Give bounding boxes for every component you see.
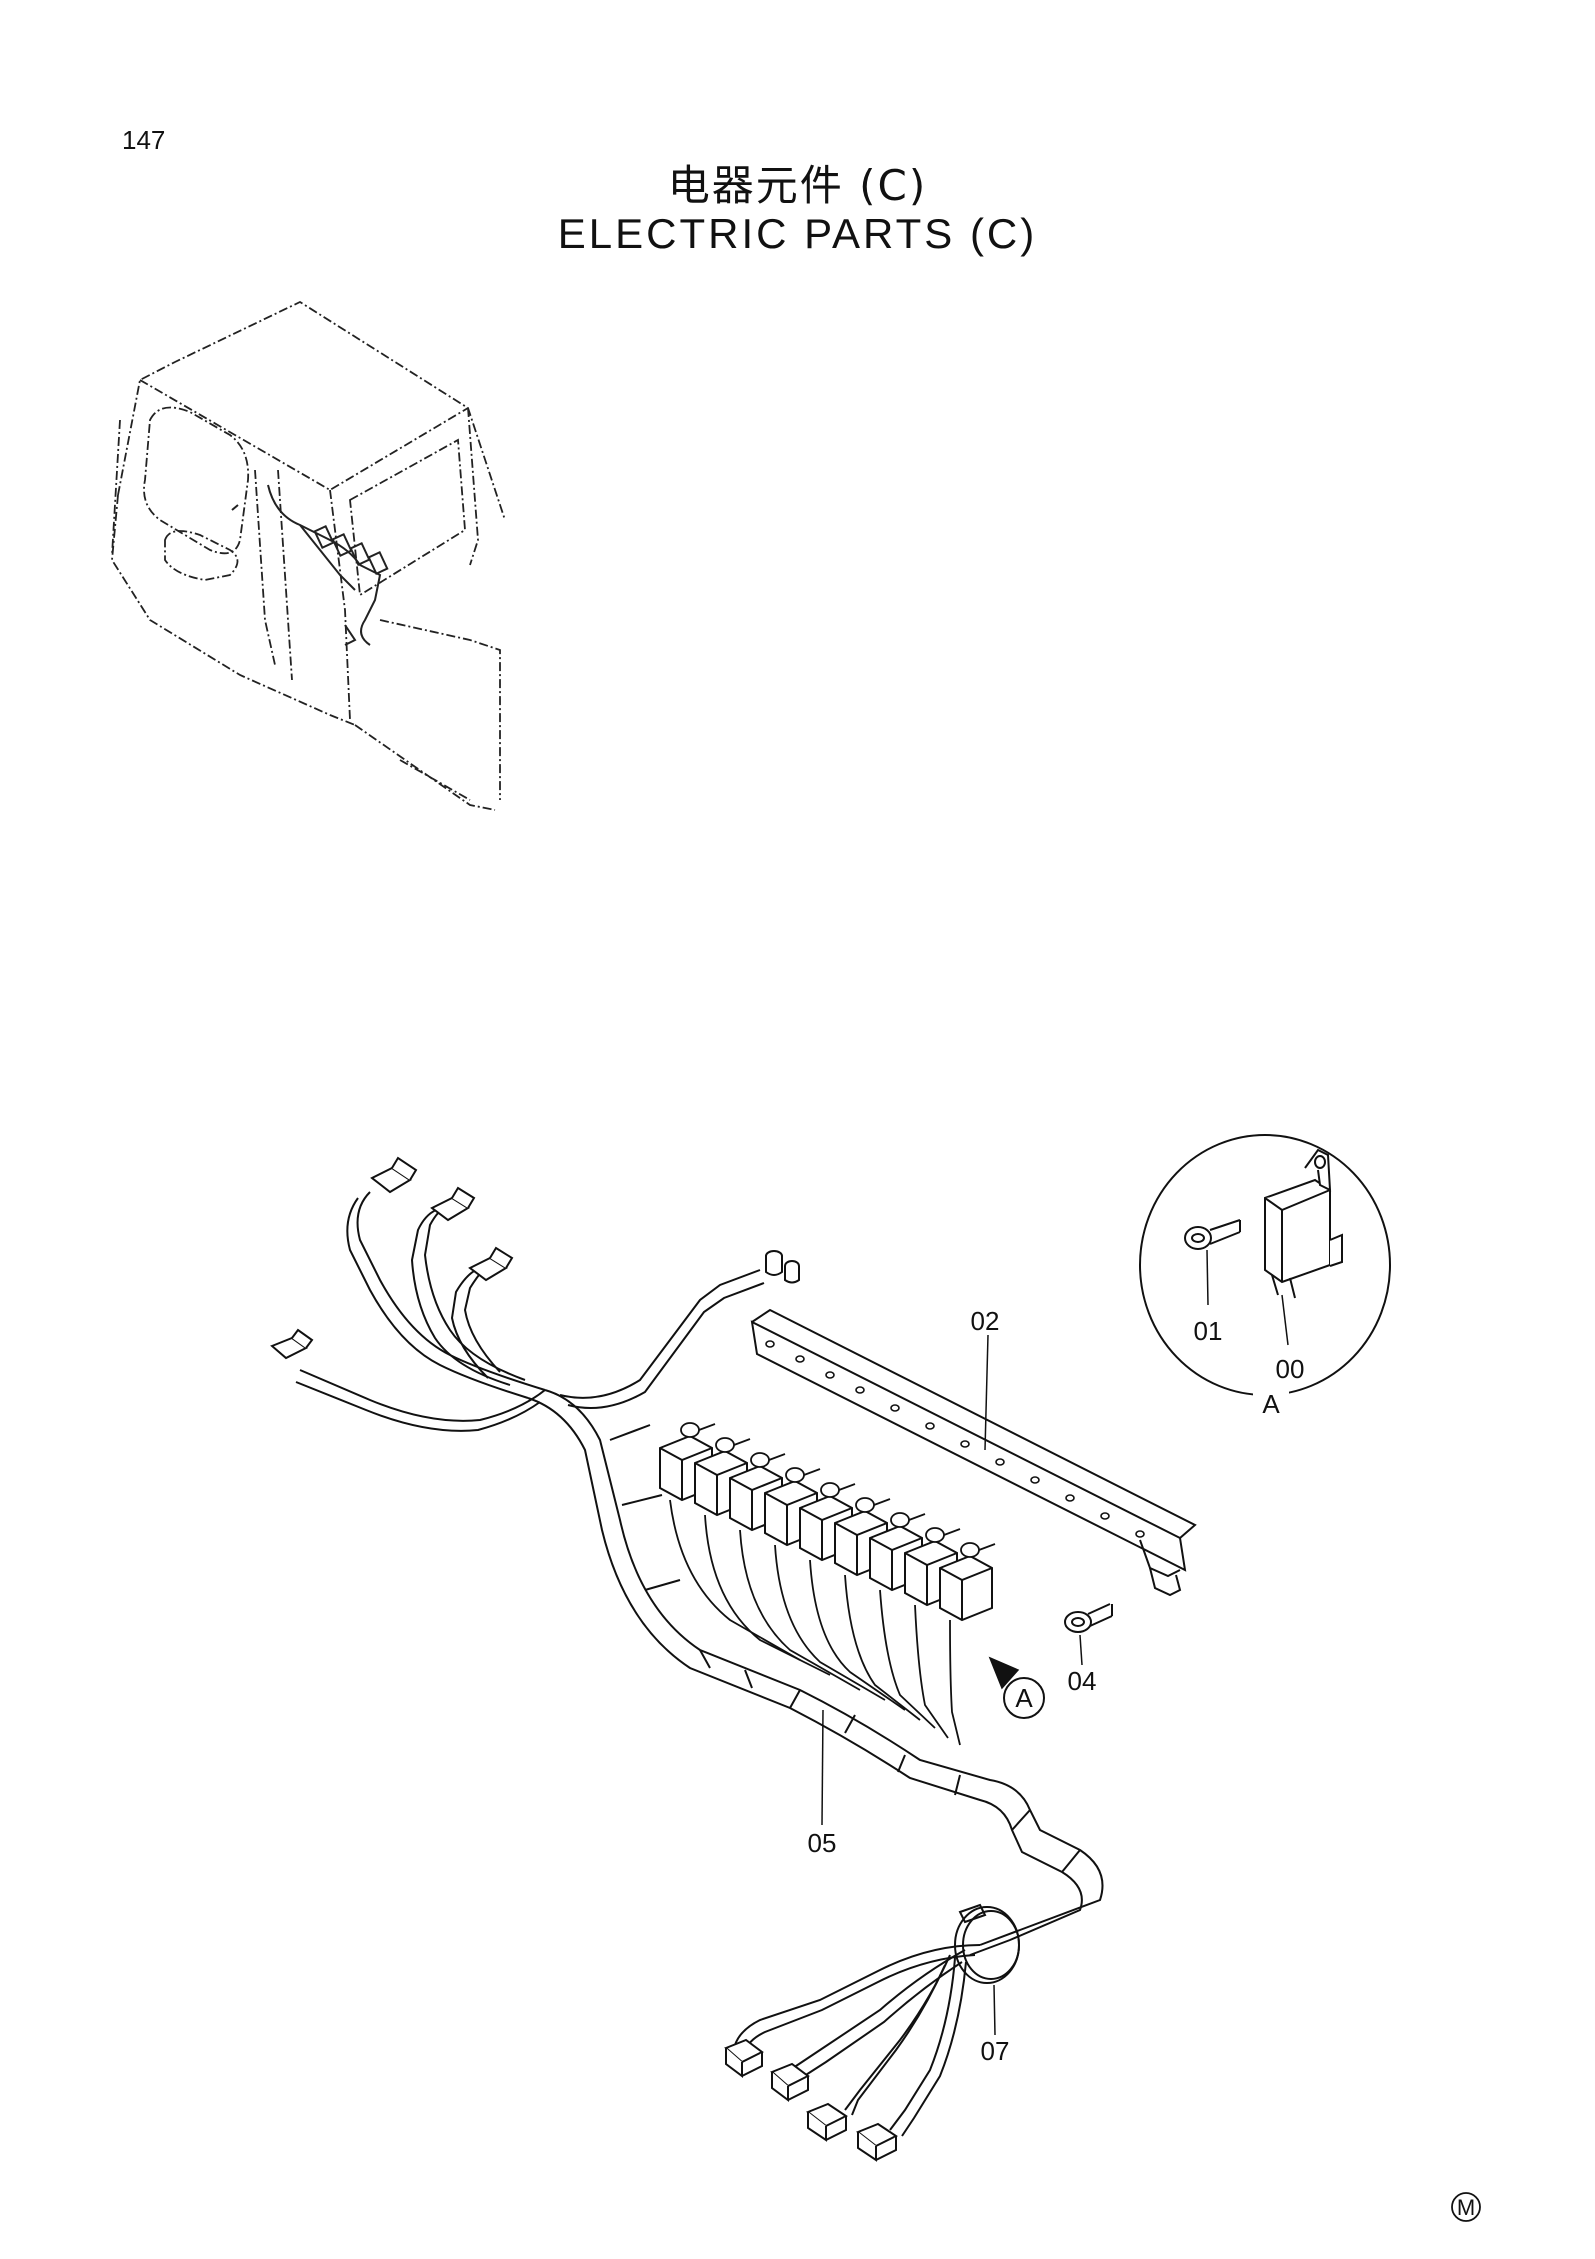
view-marker-a: A (1015, 1683, 1033, 1713)
bracket-holes (765, 1340, 1145, 1538)
circled-m-icon (1451, 2192, 1481, 2222)
footer-mark-letter: M (1457, 2195, 1475, 2220)
callout-00: 00 (1276, 1354, 1305, 1384)
upper-harness-branches (295, 1191, 765, 1432)
view-arrow-icon (988, 1656, 1020, 1690)
view-arrow-a: A (988, 1656, 1045, 1719)
relay-branch-wires (669, 1499, 961, 1746)
callout-02: 02 (971, 1306, 1000, 1336)
callout-05: 05 (808, 1828, 837, 1858)
callout-07: 07 (981, 2036, 1010, 2066)
detail-view-label: A (1262, 1389, 1280, 1419)
callout-leaders (821, 1249, 1289, 2036)
relay-bracket (750, 1308, 1197, 1597)
detail-relay-00 (1264, 1148, 1343, 1299)
footer-mark: M (1451, 2192, 1481, 2222)
upper-connectors (270, 1156, 800, 1360)
detail-screw-01 (1184, 1219, 1241, 1250)
main-harness (527, 1389, 1104, 1956)
detail-view-a: A (1139, 1134, 1391, 1419)
page-title-english: ELECTRIC PARTS (C) (557, 210, 1038, 257)
relay-units (659, 1434, 993, 1622)
page-title-chinese: 电器元件 (C) (667, 161, 928, 210)
cab-overview-illustration (111, 300, 506, 811)
page-number: 147 (122, 125, 166, 155)
relay-mounting-screws (680, 1422, 996, 1558)
cable-tie-07 (954, 1903, 1020, 1984)
lower-connectors (724, 2038, 898, 2162)
bolt-04 (1064, 1603, 1113, 1633)
cab-interior-harness (231, 484, 389, 646)
callout-04: 04 (1068, 1666, 1097, 1696)
lower-harness-branches (734, 1944, 981, 2137)
callout-01: 01 (1194, 1316, 1223, 1346)
